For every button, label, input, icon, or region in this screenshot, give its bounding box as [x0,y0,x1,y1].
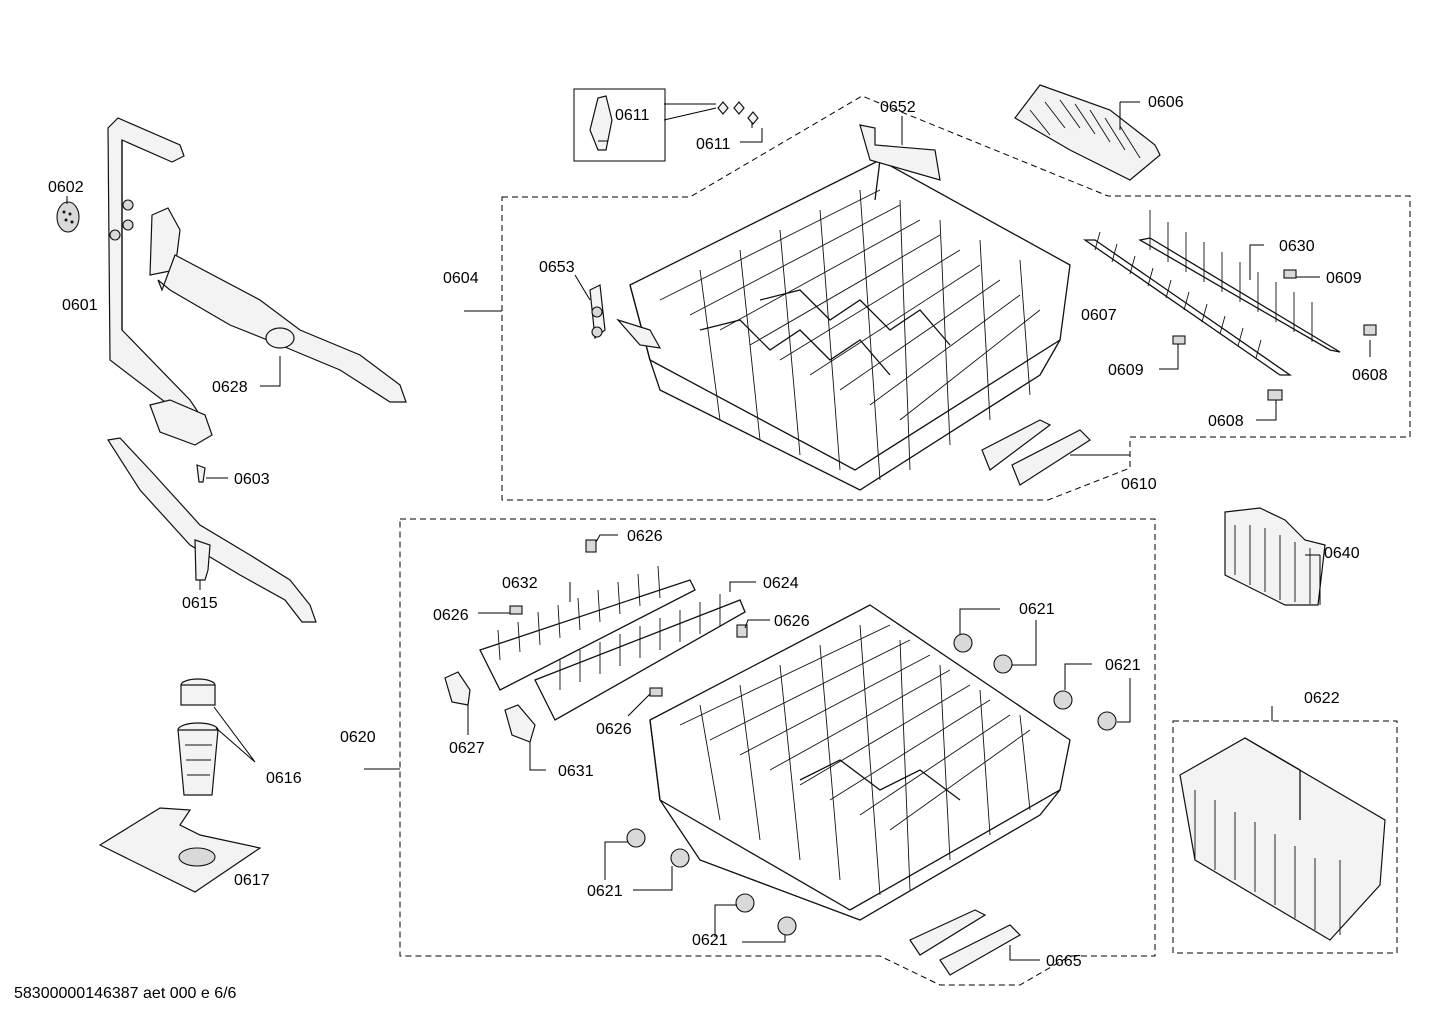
label-0621-lower-right: 0621 [692,932,728,949]
cutlery-basket-group-outline [1172,720,1398,954]
rack-rail-cover-0610 [981,419,1091,486]
rack-bracket-0652 [859,124,941,181]
rack-hinge-0653 [589,284,662,349]
label-0608-right: 0608 [1352,367,1388,384]
leader-lines [66,101,1371,961]
upper-spray-arm-0628 [149,207,407,446]
label-0665: 0665 [1046,953,1082,970]
label-0608: 0608 [1208,413,1244,430]
label-0626-left: 0626 [433,607,469,624]
label-0626-right: 0626 [774,613,810,630]
part-labels: 0602 0601 0628 0603 0615 0616 0617 0611 … [48,94,1388,970]
label-0611: 0611 [696,136,731,153]
rack-clips-0608-0609 [1172,269,1377,401]
label-0652: 0652 [880,99,916,116]
label-0621-lower-left: 0621 [587,883,623,900]
label-0653: 0653 [539,259,575,276]
label-0620: 0620 [340,729,376,746]
screw-0603 [196,464,206,483]
label-0610: 0610 [1121,476,1157,493]
rack-clip-0611 [589,95,759,151]
label-0604: 0604 [443,270,479,287]
tine-row-0624-0632 [479,565,746,721]
lower-rack-basket-0620 [649,604,1071,921]
label-0631: 0631 [558,763,594,780]
label-0617: 0617 [234,872,270,889]
label-0615: 0615 [182,595,218,612]
spray-nozzle-0602 [56,201,80,233]
label-0624: 0624 [763,575,799,592]
label-0607: 0607 [1081,307,1117,324]
label-0609: 0609 [1108,362,1144,379]
label-0628: 0628 [212,379,248,396]
label-0630: 0630 [1279,238,1315,255]
document-footer-id: 58300000146387 aet 000 e 6/6 [14,985,237,1002]
rack-hinges-0627-0631 [444,671,536,743]
upper-rack-group-outline [501,95,1411,501]
micro-filter-plate-0617 [98,807,262,893]
label-0621-upper-left: 0621 [1019,601,1055,618]
label-0632: 0632 [502,575,538,592]
label-0603: 0603 [234,471,270,488]
label-0609-right: 0609 [1326,270,1362,287]
lower-spray-arm-0615 [107,437,317,623]
rack-rail-cover-0665 [909,909,1021,976]
label-0622: 0622 [1304,690,1340,707]
label-0611-detail: 0611 [615,107,650,124]
lower-rack-group-outline [399,518,1156,986]
label-0602: 0602 [48,179,84,196]
rack-rollers-0621 [626,633,1117,936]
label-0601: 0601 [62,297,98,314]
label-0640: 0640 [1324,545,1360,562]
cup-shelf-0606 [1014,84,1161,181]
label-0621-upper-right: 0621 [1105,657,1141,674]
filter-set-0616 [177,678,219,796]
label-0626-lower: 0626 [596,721,632,738]
cutlery-basket-0622 [1179,737,1386,941]
tine-row-0607-0630 [1082,210,1341,376]
rack-clips-0626 [509,539,748,697]
clip-detail-box [573,88,666,162]
label-0626-top: 0626 [627,528,663,545]
label-0627: 0627 [449,740,485,757]
label-0606: 0606 [1148,94,1184,111]
cutlery-basket-lid-0640 [1224,507,1326,606]
label-0616: 0616 [266,770,302,787]
